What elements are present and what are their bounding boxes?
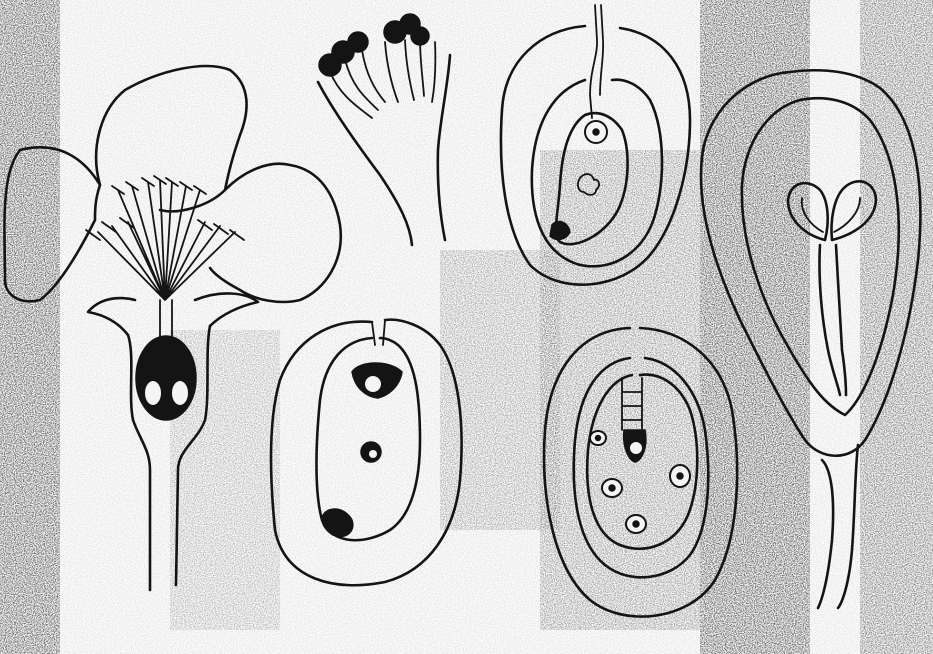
- flower-ovary: [136, 336, 196, 420]
- flower-ovule-left: [144, 380, 162, 406]
- endosperm-dot-4: [633, 521, 639, 527]
- endosperm-dot-2: [609, 485, 615, 491]
- endosperm-dot-1: [596, 436, 601, 441]
- pollen-grain-3: [348, 32, 368, 52]
- pollen-grain-6: [411, 27, 429, 45]
- ovule-2-nucleus-highlight: [369, 450, 377, 458]
- endosperm-dot-3: [677, 473, 683, 479]
- ovule-2-egg-cell: [364, 375, 382, 393]
- ovule-3-embryo-cell: [629, 441, 643, 455]
- flower-ovule-right: [171, 380, 189, 406]
- ovule-1-egg-nucleus: [593, 129, 599, 135]
